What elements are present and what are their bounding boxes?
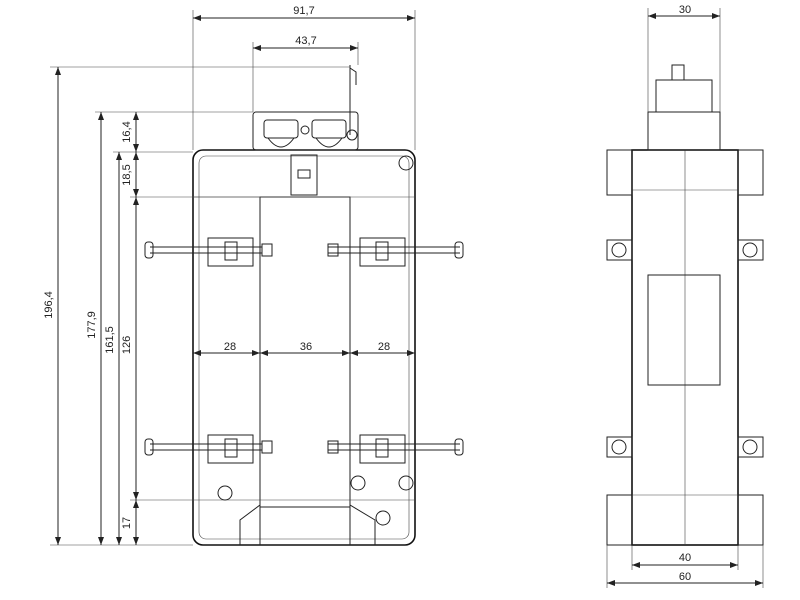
dim-connector-width: 43,7 [295,35,316,47]
dim-overall-width: 91,7 [293,5,314,17]
dim-window-height: 126 [121,336,133,354]
screw-icon [398,475,414,491]
side-view: 30 40 60 [606,4,764,588]
dim-side-top-width: 30 [679,4,691,16]
dim-right-span: 28 [378,341,390,353]
bottom-cutout [239,504,376,545]
dim-bottom-offset: 17 [121,517,133,529]
side-window [647,274,721,386]
side-screws [606,239,764,458]
side-dimensions [606,8,764,588]
dim-total-height: 196,4 [43,291,55,319]
side-connector [647,111,721,151]
screw-icon [350,475,366,491]
screw-icon [611,242,627,258]
dim-top-offset: 18,5 [121,164,133,185]
screw-icon [742,439,758,455]
dim-left-span: 28 [224,341,236,353]
dim-side-overall-width: 60 [679,571,691,583]
dim-side-body-width: 40 [679,552,691,564]
mounting-screws [217,155,414,526]
clamp-bolts [144,237,464,464]
front-view: 91,7 43,7 196,4 177,9 161,5 126 16,4 18,… [43,5,464,546]
dim-connector-height: 16,4 [121,121,133,142]
dim-window-width: 36 [300,341,312,353]
dim-height-to-connector: 177,9 [86,311,98,339]
screw-icon [398,155,414,171]
terminal-connector-block [252,65,359,196]
screw-icon [742,242,758,258]
dim-body-height: 161,5 [104,326,116,354]
front-dimensions [50,10,416,546]
screw-icon [217,485,233,501]
screw-icon [611,439,627,455]
screw-icon [375,510,391,526]
